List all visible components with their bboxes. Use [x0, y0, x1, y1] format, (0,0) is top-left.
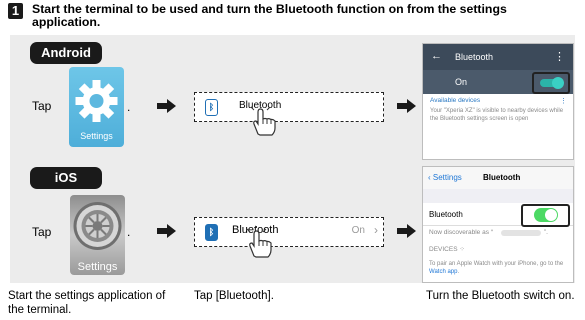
- spinner-icon: ⁘: [459, 246, 465, 253]
- ios-bluetooth-row[interactable]: ᛒ Bluetooth On ›: [194, 217, 384, 247]
- ios-bluetooth-row-label: Bluetooth: [232, 224, 279, 236]
- android-icon-caption: Settings: [80, 131, 113, 141]
- bluetooth-icon: ᛒ: [205, 99, 218, 116]
- step-title: Start the terminal to be used and turn t…: [32, 2, 507, 29]
- android-bluetooth-toggle[interactable]: [532, 72, 570, 94]
- visibility-description: Your "Xperia XZ" is visible to nearby de…: [430, 108, 564, 122]
- android-on-label: On: [455, 77, 468, 87]
- gear-icon: [75, 80, 118, 122]
- ios-icon-caption: Settings: [77, 261, 118, 273]
- tapping-hand-icon: [246, 226, 272, 258]
- watch-app-link[interactable]: Watch app: [429, 269, 458, 275]
- android-bluetooth-row[interactable]: ᛒ Bluetooth: [194, 92, 384, 122]
- android-label: Android: [30, 42, 102, 64]
- ios-screen-title: Bluetooth: [483, 173, 521, 182]
- caption-turn-switch-on: Turn the Bluetooth switch on.: [426, 290, 575, 302]
- available-devices-header: Available devices: [430, 97, 481, 104]
- ios-bluetooth-toggle[interactable]: [521, 204, 570, 227]
- more-options-icon[interactable]: ⋮: [560, 98, 567, 105]
- devices-header: DEVICES ⁘: [429, 246, 465, 253]
- ios-tap-label: Tap: [32, 225, 52, 239]
- ios-back-button[interactable]: ‹ Settings: [428, 173, 462, 182]
- ios-bluetooth-switch-row[interactable]: Bluetooth: [423, 203, 573, 227]
- android-screen-title: Bluetooth: [455, 52, 494, 62]
- overflow-menu-icon[interactable]: ⋮: [554, 51, 565, 63]
- gear-icon: [73, 202, 122, 250]
- android-settings-app-icon[interactable]: Settings: [69, 67, 124, 147]
- android-tap-label: Tap: [32, 99, 52, 113]
- chevron-right-icon: ›: [374, 223, 378, 237]
- back-arrow-icon[interactable]: ←: [431, 50, 442, 62]
- tapping-hand-icon: [250, 104, 276, 136]
- ios-bluetooth-settings-screen: ‹ Settings Bluetooth Bluetooth Now disco…: [422, 166, 574, 283]
- step-number-badge: 1: [8, 3, 23, 19]
- ios-bluetooth-row-value: On: [351, 225, 365, 236]
- pair-watch-text: To pair an Apple Watch with your iPhone,…: [429, 261, 564, 275]
- android-bluetooth-on-row[interactable]: On: [423, 70, 573, 94]
- discoverable-text-end: ”.: [544, 229, 548, 236]
- ios-label: iOS: [30, 167, 102, 189]
- ios-nav-bar: ‹ Settings Bluetooth: [423, 167, 573, 190]
- android-bluetooth-settings-screen: ← Bluetooth ⋮ On Available devices ⋮ You…: [422, 43, 574, 160]
- android-app-bar: ← Bluetooth ⋮: [423, 44, 573, 70]
- discoverable-text: Now discoverable as “: [429, 229, 493, 236]
- blurred-device-name: [501, 230, 541, 236]
- android-dot: .: [127, 100, 131, 114]
- caption-start-settings: Start the settings application of the te…: [8, 290, 166, 316]
- ios-settings-app-icon[interactable]: Settings: [70, 195, 125, 275]
- ios-dot: .: [127, 225, 131, 239]
- ios-bluetooth-label: Bluetooth: [429, 210, 463, 219]
- bluetooth-icon: ᛒ: [205, 224, 218, 241]
- caption-tap-bluetooth: Tap [Bluetooth].: [194, 290, 274, 302]
